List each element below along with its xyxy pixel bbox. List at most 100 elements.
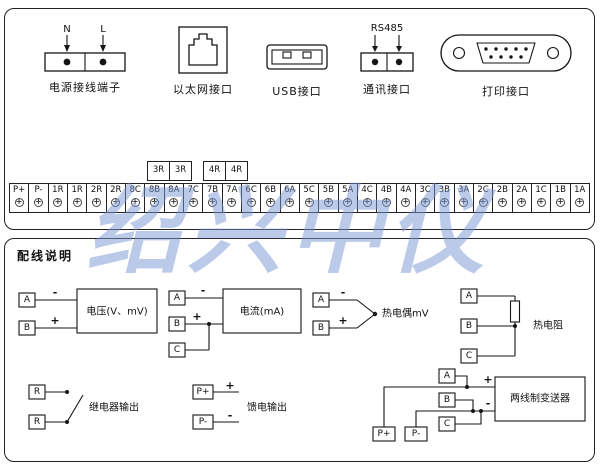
terminal-letter-c: C <box>466 351 472 361</box>
terminal-letter-c: C <box>444 419 450 429</box>
terminal-label: 2C <box>477 185 489 195</box>
terminal-letter-c: C <box>174 345 180 355</box>
terminal-strip: P+P-1R1R2R2R8C8B8A7C7B7A6C6B6A5C5B5A4C4B… <box>9 183 590 213</box>
printer-port-label: 打印接口 <box>482 85 530 98</box>
screw-icon <box>395 58 403 66</box>
plus-sign: + <box>192 310 201 323</box>
terminal-letter-a: A <box>444 371 451 381</box>
mounting-hole-icon <box>452 46 466 60</box>
comm-port-label: 通讯接口 <box>363 83 411 96</box>
wiring-title: 配线说明 <box>17 249 74 263</box>
screw-icon <box>536 197 546 207</box>
terminal-label: 3C <box>419 185 431 195</box>
power-terminal-label: 电源接线端子 <box>49 81 121 94</box>
printer-port-group: 打印接口 <box>433 29 579 99</box>
terminal-cell: 6B <box>261 184 281 212</box>
terminal-cell: 3B <box>435 184 455 212</box>
terminal-label: 7B <box>206 185 219 195</box>
current-source-box <box>222 288 302 334</box>
minus-sign: - <box>341 287 346 299</box>
screw-icon <box>72 197 82 207</box>
voltage-wiring-diagram: A B - + 电压(V、mV) <box>18 287 158 336</box>
terminal-letter-pminus: P- <box>412 429 420 439</box>
terminal-label: 1B <box>554 185 566 195</box>
power-terminal-icon: N L <box>44 24 126 72</box>
down-arrow-icon <box>396 46 402 52</box>
terminal-letter-a: A <box>466 291 473 301</box>
relay-wiring-diagram: R R 继电器输出 <box>28 384 139 430</box>
terminal-cell: 8C <box>126 184 146 212</box>
screw-icon <box>478 197 488 207</box>
terminal-letter-pminus: P- <box>199 417 207 427</box>
screw-icon <box>323 197 333 207</box>
screw-icon <box>362 197 372 207</box>
plus-sign: + <box>50 314 59 327</box>
terminal-label: 4C <box>361 185 373 195</box>
screw-icon <box>14 197 24 207</box>
minus-sign: - <box>228 409 233 422</box>
relay-contact-icon <box>66 394 84 423</box>
resistor-symbol <box>509 300 521 323</box>
terminal-cell: 4B <box>377 184 397 212</box>
terminal-cell: 4R <box>226 162 247 180</box>
terminal-letter-b: B <box>444 395 450 405</box>
terminal-letter-b: B <box>174 319 180 329</box>
screw-icon <box>459 197 469 207</box>
terminal-label: 2R <box>110 185 122 195</box>
terminal-letter-pplus: P+ <box>197 387 210 397</box>
terminal-cell: 1A <box>571 184 589 212</box>
terminal-label: 4A <box>400 185 412 195</box>
usb-connector-icon <box>266 44 328 70</box>
terminal-cell: 2R <box>87 184 107 212</box>
junction-dot <box>207 322 211 326</box>
rj45-icon <box>178 26 228 74</box>
screw-icon <box>149 197 159 207</box>
terminal-cell: 5B <box>319 184 339 212</box>
terminal-label: 3R <box>174 165 187 176</box>
transmitter-label: 两线制变送器 <box>510 392 570 405</box>
junction-dot <box>479 409 483 413</box>
screw-icon <box>420 197 430 207</box>
screw-icon <box>285 197 295 207</box>
terminal-cell: 5C <box>300 184 320 212</box>
screw-icon <box>99 58 107 66</box>
ethernet-port-label: 以太网接口 <box>173 83 233 96</box>
terminal-cell: 4R <box>204 162 226 180</box>
rear-panel: N L 电源接线端子 以太网接口 <box>4 8 595 230</box>
screw-icon <box>401 197 411 207</box>
screw-icon <box>111 197 121 207</box>
screw-icon <box>91 197 101 207</box>
screw-icon <box>555 197 565 207</box>
comm-port-group: RS485 通讯接口 <box>337 21 437 97</box>
down-arrow-icon <box>100 45 106 52</box>
current-label: 电流(mA) <box>240 305 284 318</box>
mounting-hole-icon <box>546 46 560 60</box>
rs485-terminal-icon: RS485 <box>360 23 414 72</box>
minus-sign: - <box>201 287 206 297</box>
screw-icon <box>188 197 198 207</box>
terminal-label: 6A <box>284 185 296 195</box>
terminal-label: 5A <box>342 185 354 195</box>
terminal-cell: 1C <box>532 184 552 212</box>
screw-icon <box>343 197 353 207</box>
terminal-label: P+ <box>13 185 26 195</box>
terminal-label: 1C <box>535 185 547 195</box>
screw-icon <box>439 197 449 207</box>
screw-icon <box>207 197 217 207</box>
screw-icon <box>381 197 391 207</box>
terminal-label: 3A <box>458 185 470 195</box>
terminal-cell: 2C <box>474 184 494 212</box>
terminal-cell: 3R <box>148 162 170 180</box>
terminal-label: 5C <box>303 185 315 195</box>
terminal-letter-a: A <box>24 295 31 305</box>
terminal-letter-b: B <box>466 321 472 331</box>
relay-label: 继电器输出 <box>89 401 139 414</box>
plus-sign: + <box>225 381 234 392</box>
feed-label: 馈电输出 <box>247 401 287 414</box>
rs485-title: RS485 <box>371 23 403 34</box>
plus-sign: + <box>338 314 347 327</box>
ethernet-port-group: 以太网接口 <box>155 25 251 97</box>
terminal-cell: 6A <box>281 184 300 212</box>
terminal-cell: 1R <box>68 184 88 212</box>
